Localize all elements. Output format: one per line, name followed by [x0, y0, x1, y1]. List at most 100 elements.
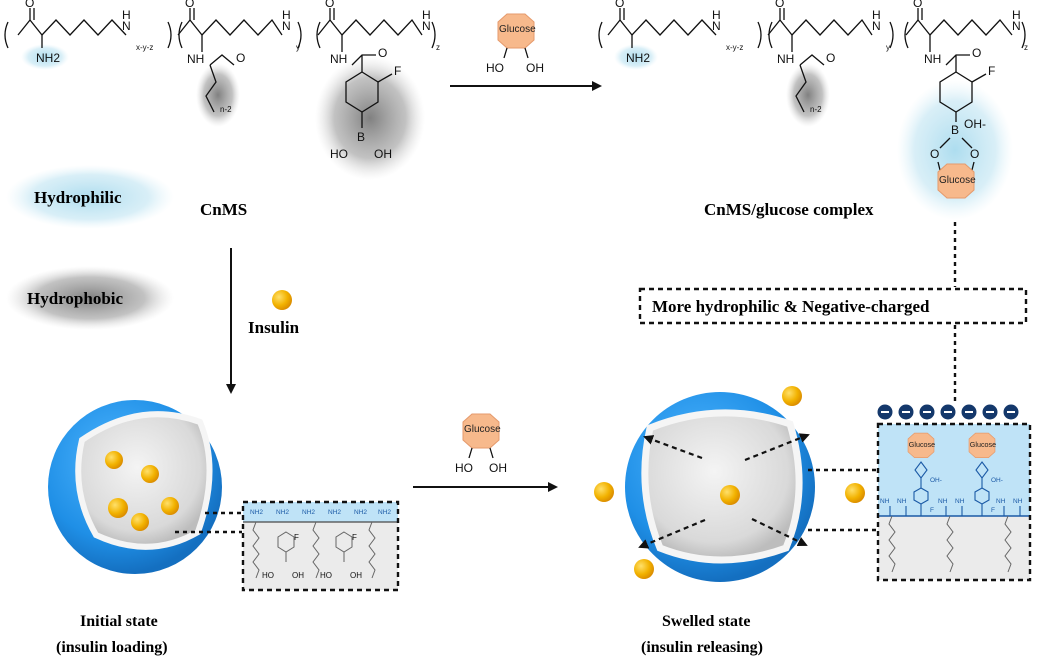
- swelled-state-sub: (insulin releasing): [641, 639, 763, 656]
- r-amide-hn-2: NH: [777, 52, 794, 66]
- surface-nh-2: NH: [897, 498, 907, 505]
- init-ho-2: HO: [320, 571, 332, 580]
- init-nh2-1: NH2: [250, 509, 263, 516]
- amide-n-1: N: [122, 19, 131, 33]
- r-amide-h-2: H: [872, 8, 881, 22]
- hydrophilic-glow-amine: [21, 44, 69, 70]
- init-ho-1: HO: [262, 571, 274, 580]
- subscript-xyz-right: x-y-z: [726, 43, 743, 52]
- boron-b: B: [357, 130, 365, 144]
- r-ester-o-left: O: [930, 147, 939, 161]
- amine-nh2-1: NH2: [36, 51, 60, 65]
- hydrophobic-glow-alkyl: [196, 63, 240, 127]
- initial-state-label: Initial state: [80, 613, 158, 630]
- amide-h-3: H: [422, 8, 431, 22]
- subscript-n2: n-2: [220, 105, 232, 114]
- insulin-label: Insulin: [248, 318, 300, 337]
- subscript-z-right: z: [1024, 43, 1028, 52]
- r-carbonyl-o-2: O: [775, 0, 784, 10]
- r-alkyl-o: O: [826, 51, 835, 65]
- r-amide-hn-3: NH: [924, 52, 941, 66]
- swelled-surface-panel: Glucose Glucose OH- OH- NH NH NH NH NH N…: [876, 422, 1032, 582]
- r-ester-o-right: O: [970, 147, 979, 161]
- amide-hn-3: NH: [330, 52, 347, 66]
- r-amine-nh2: NH2: [626, 51, 650, 65]
- glucose-reagent-middle: Glucose HO OH: [455, 413, 507, 475]
- r-benzoyl-o: O: [972, 46, 981, 60]
- surface-glucose-label-1: Glucose: [909, 440, 935, 449]
- r-carbonyl-o-1: O: [615, 0, 624, 10]
- initial-state-sphere: [48, 400, 222, 574]
- cnms-structure: O NH2 N H x-y-z O NH O n-2 N H y O NH O …: [4, 0, 440, 180]
- surface-glucose-label-2: Glucose: [970, 440, 996, 449]
- glucose-label-complex: Glucose: [939, 175, 976, 186]
- init-oh-2: OH: [350, 571, 362, 580]
- cnms-label: CnMS: [200, 200, 247, 219]
- glucose-oh-top: OH: [526, 61, 544, 75]
- r-fluoro-f: F: [988, 64, 995, 78]
- amide-hn-2: NH: [187, 52, 204, 66]
- amide-h-1: H: [122, 8, 131, 22]
- r-amide-n-3: N: [1012, 19, 1021, 33]
- boronic-ho: HO: [330, 147, 348, 161]
- r-amide-h-3: H: [1012, 8, 1021, 22]
- hydrophilic-box: [638, 287, 1028, 325]
- swelled-state-label: Swelled state: [662, 613, 750, 630]
- surface-nh-3: NH: [938, 498, 948, 505]
- surface-nh-4: NH: [955, 498, 965, 505]
- init-nh2-6: NH2: [378, 509, 391, 516]
- hydrophilic-glow-complex: [897, 80, 1013, 220]
- legend-hydrophobic: Hydrophobic: [27, 289, 124, 308]
- r-carbonyl-o-3: O: [913, 0, 922, 10]
- complex-label: CnMS/glucose complex: [704, 200, 874, 219]
- glucose-reagent-top: Glucose HO OH: [486, 13, 544, 75]
- more-hydrophilic-label: More hydrophilic & Negative-charged: [652, 297, 930, 316]
- insulin-icon: [272, 290, 292, 310]
- r-oh-minus: OH-: [964, 117, 986, 131]
- surface-f-2: F: [991, 507, 995, 514]
- alkyl-o-2: O: [236, 51, 245, 65]
- amide-n-2: N: [282, 19, 291, 33]
- surface-oh-minus-1: OH-: [930, 477, 942, 484]
- benzoyl-o: O: [378, 46, 387, 60]
- glucose-ho-middle: HO: [455, 461, 473, 475]
- r-amide-h-1: H: [712, 8, 721, 22]
- legend-hydrophilic: Hydrophilic: [34, 188, 122, 207]
- r-boron-b: B: [951, 123, 959, 137]
- complex-structure: O NH2 N H x-y-z O NH O n-2 N H y O NH O …: [598, 0, 1028, 220]
- surface-nh-6: NH: [1013, 498, 1023, 505]
- surface-nh-5: NH: [996, 498, 1006, 505]
- r-amide-n-2: N: [872, 19, 881, 33]
- subscript-z-left: z: [436, 43, 440, 52]
- surface-oh-minus-2: OH-: [991, 477, 1003, 484]
- surface-nh-1: NH: [880, 498, 890, 505]
- amide-n-3: N: [422, 19, 431, 33]
- negative-charges: [877, 404, 1019, 420]
- released-insulin-1: [782, 386, 802, 406]
- released-insulin-2: [594, 482, 614, 502]
- glucose-label-middle: Glucose: [464, 424, 501, 435]
- initial-surface-panel: NH2 NH2 NH2 NH2 NH2 NH2 F HO OH F HO OH: [241, 500, 400, 592]
- init-nh2-3: NH2: [302, 509, 315, 516]
- hydrophobic-glow-boronic: [315, 56, 425, 180]
- hydrophobic-glow-alkyl-right: [786, 63, 830, 127]
- init-nh2-2: NH2: [276, 509, 289, 516]
- initial-state-sub: (insulin loading): [56, 639, 168, 656]
- released-insulin-4: [634, 559, 654, 579]
- init-oh-1: OH: [292, 571, 304, 580]
- carbonyl-o-1: O: [25, 0, 34, 10]
- r-subscript-n2: n-2: [810, 105, 822, 114]
- hydrophilic-glow-amine-right: [614, 44, 658, 70]
- released-insulin-3: [845, 483, 865, 503]
- surface-f-1: F: [930, 507, 934, 514]
- glucose-ho-top: HO: [486, 61, 504, 75]
- boronic-oh: OH: [374, 147, 392, 161]
- legend-hydrophilic-swatch: [6, 165, 174, 229]
- glucose-label-top: Glucose: [499, 24, 536, 35]
- swell-arrows: [638, 433, 810, 549]
- swelled-state-sphere: [625, 392, 815, 582]
- subscript-y-right: y: [886, 43, 890, 52]
- legend-hydrophobic-swatch: [6, 266, 174, 330]
- init-nh2-4: NH2: [328, 509, 341, 516]
